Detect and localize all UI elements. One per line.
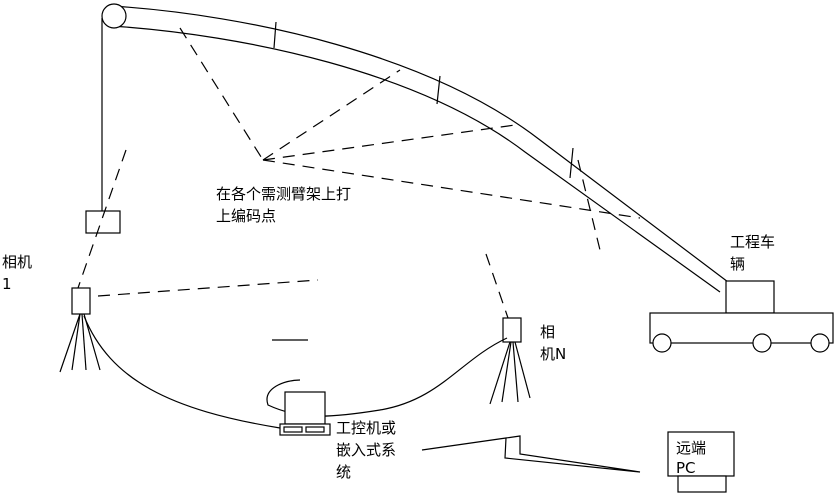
- ipc-slot-2: [305, 426, 325, 433]
- boom-marker-3: [569, 147, 574, 179]
- ipc-base: [279, 423, 331, 436]
- boom-lower-edge: [111, 25, 721, 293]
- vehicle-wheel-2: [752, 333, 772, 353]
- sight-line-long: [262, 159, 641, 219]
- camera-1-body: [71, 287, 91, 315]
- camera-1-label-line-1: 相机: [2, 253, 33, 271]
- vehicle-label-line-2: 辆: [730, 255, 746, 273]
- vehicle-label-line-1: 工程车: [730, 233, 776, 251]
- wireless-link-icon: [421, 435, 641, 473]
- camera-n-label-line-2: 机N: [540, 345, 567, 363]
- sight-line-cameraN-up: [485, 253, 509, 319]
- camera-n-leg-2: [501, 341, 512, 403]
- sight-line-camera1-up: [77, 149, 127, 289]
- boom-cross-line: [577, 159, 601, 251]
- ipc-label-line-1: 工控机或: [336, 419, 397, 437]
- vehicle-cab: [725, 280, 775, 314]
- sight-line-top: [179, 27, 264, 161]
- remote-pc-label-line-2: PC: [676, 459, 696, 477]
- sight-line-mid: [262, 69, 401, 161]
- marker-note-line-1: 在各个需测臂架上打: [216, 185, 352, 203]
- camera-n-label-line-1: 相: [540, 323, 556, 341]
- hanging-box: [85, 210, 121, 234]
- ipc-label-line-2: 嵌入式系: [336, 441, 397, 459]
- ipc-slot-1: [283, 426, 303, 433]
- ipc-label-line-3: 统: [336, 463, 352, 481]
- camera-n-leg-1: [489, 341, 511, 405]
- camera-n-body: [502, 317, 522, 343]
- boom-upper-edge: [111, 5, 733, 286]
- camera-1-label-line-2: 1: [2, 275, 12, 293]
- cable-camera-1-to-ipc: [83, 315, 281, 429]
- remote-pc-label-line-1: 远端: [676, 439, 707, 457]
- camera-1-leg-1: [59, 313, 81, 373]
- camera-n-leg-3: [512, 341, 519, 403]
- boom-pulley: [101, 3, 127, 29]
- ipc-monitor: [284, 391, 326, 425]
- boom-marker-1: [273, 21, 277, 49]
- vehicle-wheel-3: [810, 333, 830, 353]
- vehicle-wheel-1: [652, 333, 672, 353]
- camera-1-leg-2: [71, 313, 81, 371]
- sight-line-camera1-right: [97, 279, 319, 297]
- camera-n-leg-4: [514, 341, 531, 399]
- marker-note-line-2: 上编码点: [216, 207, 277, 225]
- vehicle-body: [649, 312, 834, 344]
- boom-marker-2: [436, 75, 441, 105]
- remote-pc-monitor: [667, 431, 735, 477]
- remote-pc-stand: [677, 475, 727, 493]
- cable-cameran-to-ipc: [266, 337, 508, 417]
- sight-line-right: [262, 124, 516, 161]
- camera-1-leg-3: [81, 313, 87, 371]
